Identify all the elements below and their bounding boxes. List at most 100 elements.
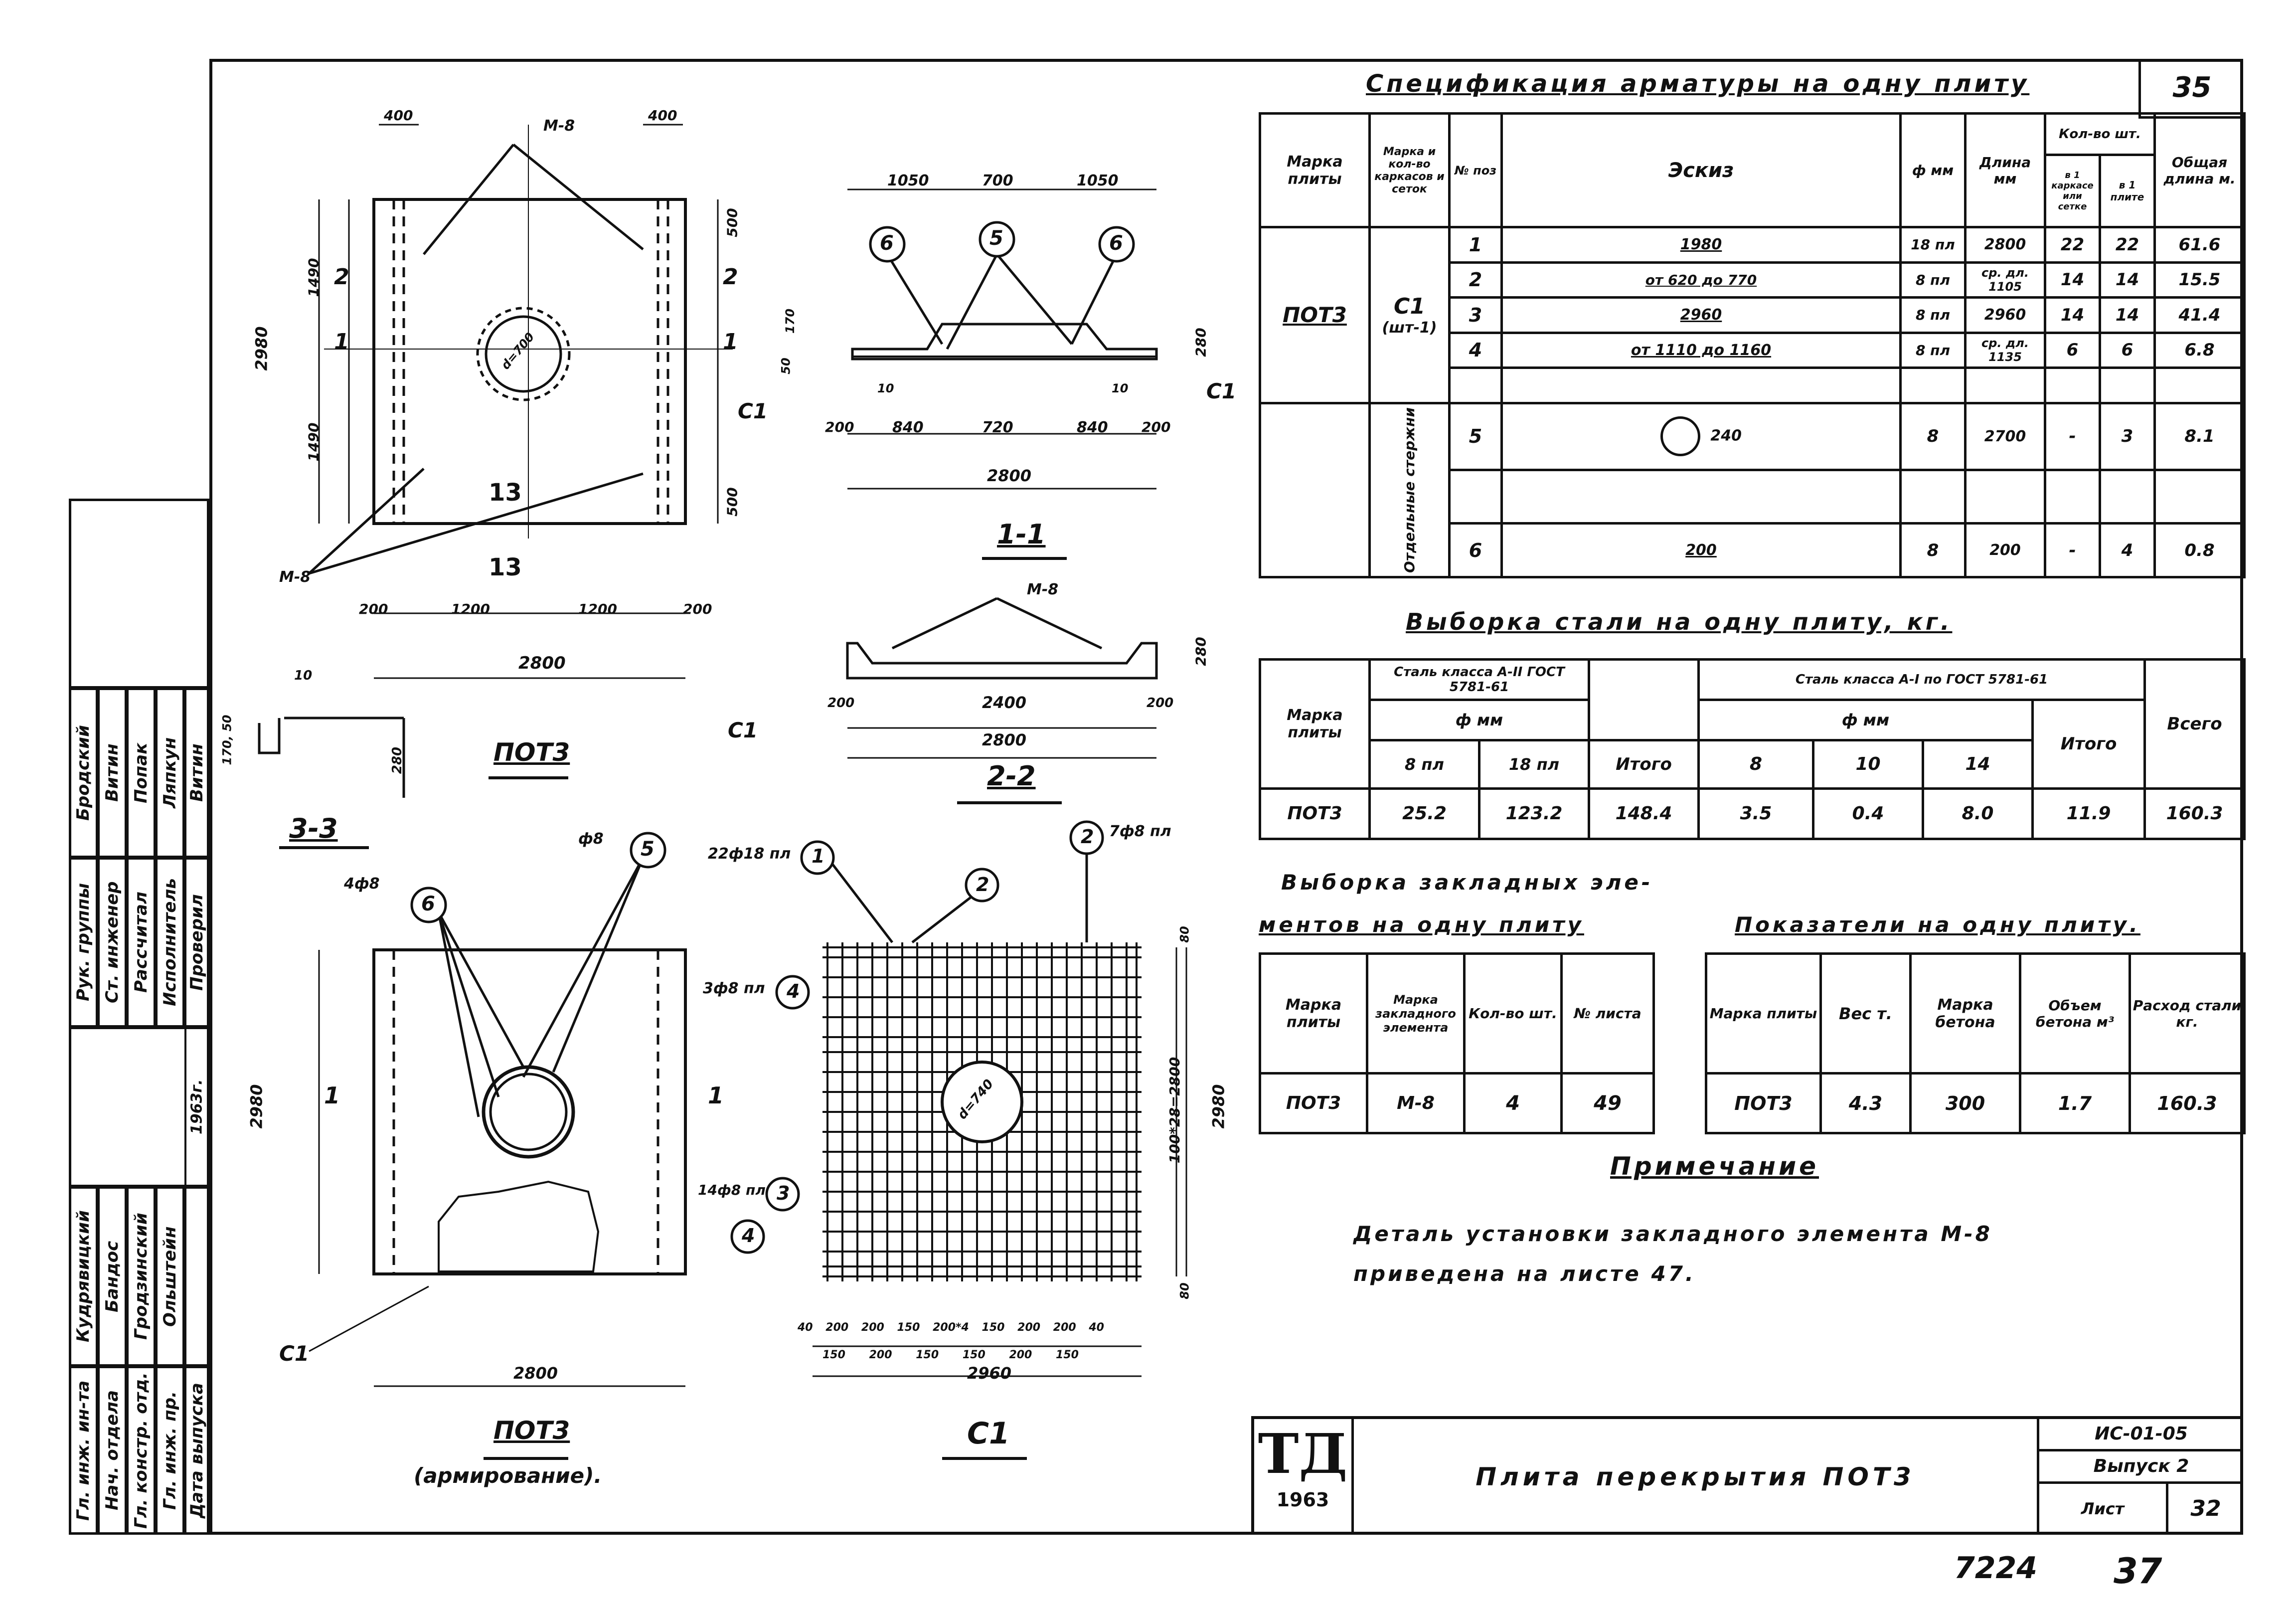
- sec33-side: 170, 50: [220, 715, 234, 765]
- title-logo: ТД: [1258, 1422, 1348, 1486]
- spec-h-qty: Кол-во шт.: [2044, 112, 2156, 156]
- steel-h-itogo-b: Итого: [2031, 699, 2146, 790]
- indicators-cell: ПОТ3: [1705, 1072, 1822, 1134]
- embedded-cell: 4: [1463, 1072, 1563, 1134]
- plan-label: 2: [334, 264, 349, 290]
- bottom-num2: 37: [2114, 1551, 2162, 1592]
- spec-frame-count: (шт-1): [1382, 319, 1437, 337]
- title-issue: Выпуск 2: [2039, 1451, 2243, 1484]
- reinf-height: 2980: [247, 1084, 266, 1129]
- sec11-small: 10: [1112, 381, 1129, 395]
- steel-row-b: 8.0: [1922, 787, 2034, 841]
- plan-label: 2: [723, 264, 738, 290]
- sec11-callout: 6: [1109, 232, 1123, 255]
- steel-h-gap: [1588, 658, 1700, 742]
- plan-label: 13: [489, 479, 522, 507]
- embedded-table: Марка плиты Марка закладного элемента Ко…: [1259, 952, 1655, 1134]
- plan-label: 13: [489, 553, 522, 581]
- embedded-cell: М-8: [1366, 1072, 1466, 1134]
- sec11-dim-bot: 720: [982, 419, 1013, 436]
- sec22-caption: 2-2: [987, 760, 1036, 792]
- spec-frame-mark: С1: [1394, 293, 1425, 319]
- spec-qb: 22: [2099, 226, 2156, 264]
- spec-sketch-text: от 1110 до 1160: [1631, 341, 1772, 359]
- plan-dim-bot: 1200: [578, 601, 617, 617]
- spec-h-frames: Марка и кол-во каркасов и сеток: [1368, 112, 1451, 229]
- indicators-h: Марка плиты: [1705, 952, 1822, 1075]
- spec-sketch-text: 240: [1710, 427, 1742, 445]
- spec-h-sketch: Эскиз: [1500, 112, 1902, 229]
- spec-pos: 4: [1448, 331, 1503, 369]
- spec-h-len: Длина мм: [1964, 112, 2046, 229]
- spec-sketch: 240: [1500, 401, 1902, 471]
- spec-dia: 8 пл: [1899, 261, 1967, 299]
- sec11-h: 280: [1192, 328, 1209, 357]
- reinf-side: 1: [708, 1082, 724, 1109]
- plan-dim-bot: 1200: [451, 601, 490, 617]
- c1-dim: 150: [982, 1321, 1005, 1334]
- sec11-total: 2800: [987, 466, 1032, 485]
- plan-dim-top-right: 400: [648, 107, 677, 124]
- spec-pos: 2: [1448, 261, 1503, 299]
- note-line2: приведена на листе 47.: [1353, 1261, 1696, 1286]
- plan-caption: ПОТ3: [493, 738, 570, 767]
- sec11-dim-bot: 840: [892, 419, 924, 436]
- spec-total: 6.8: [2153, 331, 2246, 369]
- title-logo-box: ТД 1963: [1254, 1419, 1354, 1535]
- steel-col-a: 18 пл: [1477, 739, 1591, 790]
- steel-col-b: 10: [1812, 739, 1925, 790]
- plan-m8-top: М-8: [543, 117, 575, 135]
- c1-callout: 7ф8 пл: [1109, 823, 1171, 840]
- title-sheet-label: Лист: [2039, 1484, 2168, 1534]
- sec22-dim: 200: [1147, 696, 1174, 711]
- indicators-h: Вес т.: [1819, 952, 1912, 1075]
- spec-sketch: 1980: [1500, 226, 1902, 264]
- spec-h-dia: ф мм: [1899, 112, 1967, 229]
- c1-dim: 150: [962, 1349, 985, 1361]
- spec-len: 2700: [1964, 401, 2046, 471]
- spec-qb: 3: [2099, 401, 2156, 471]
- embedded-h: Марка закладного элемента: [1366, 952, 1466, 1075]
- reinf-4f8: 4ф8: [344, 875, 380, 893]
- indicators-table: Марка плиты Вес т. Марка бетона Объем бе…: [1705, 952, 2246, 1134]
- c1-dim: 200: [869, 1349, 892, 1361]
- spec-len: ср. дл. 1135: [1964, 331, 2046, 369]
- sec11-callout: 5: [989, 227, 1003, 250]
- note-line1: Деталь установки закладного элемента М-8: [1353, 1222, 1992, 1246]
- c1-dim-bot2: 150 200 150 150 200 150: [822, 1349, 1079, 1361]
- title-year: 1963: [1276, 1489, 1329, 1511]
- c1-caption: С1: [967, 1416, 1010, 1451]
- steel-row-total: 160.3: [2143, 787, 2246, 841]
- sec22-h: 280: [1192, 637, 1209, 666]
- reinf-side: 1: [324, 1082, 340, 1109]
- plan-dim-top-left: 400: [384, 107, 413, 124]
- c1-dim: 40: [798, 1321, 813, 1334]
- reinf-f8: ф8: [578, 830, 604, 848]
- spec-pos: 1: [1448, 226, 1503, 264]
- plan-dim-left-top: 1490: [305, 258, 322, 297]
- ring-bar-icon: [1660, 416, 1700, 457]
- corner-box: 35: [2138, 59, 2243, 119]
- spec-empty-mark: [1259, 401, 1371, 579]
- spec-pos: 5: [1448, 401, 1503, 471]
- steel-col-a: 8 пл: [1368, 739, 1480, 790]
- spec-sketch: 2960: [1500, 296, 1902, 334]
- sec11-small: 50: [779, 358, 793, 374]
- spec-loose-label: Отдельные стержни: [1368, 401, 1451, 579]
- spec-total: 61.6: [2153, 226, 2246, 264]
- spec-total: 41.4: [2153, 296, 2246, 334]
- spec-dia: 18 пл: [1899, 226, 1967, 264]
- title-block: ТД 1963 Плита перекрытия ПОТ3 ИС-01-05 В…: [1251, 1416, 2243, 1535]
- spec-sketch: от 620 до 770: [1500, 261, 1902, 299]
- c1-dim-bot1: 40 200 200 150 200*4 150 200 200 40: [798, 1321, 1104, 1334]
- sec33-caption: 3-3: [289, 813, 338, 844]
- steel-row-a: 25.2: [1368, 787, 1480, 841]
- spec-title: Спецификация арматуры на одну плиту: [1366, 70, 2030, 98]
- sec22-total: 2800: [982, 730, 1027, 749]
- side-signature-area: [69, 1027, 209, 1187]
- sec11-callout: 6: [880, 232, 894, 255]
- plan-label: 1: [334, 329, 349, 355]
- c1-dim: 150: [822, 1349, 845, 1361]
- c1-dim: 40: [1089, 1321, 1104, 1334]
